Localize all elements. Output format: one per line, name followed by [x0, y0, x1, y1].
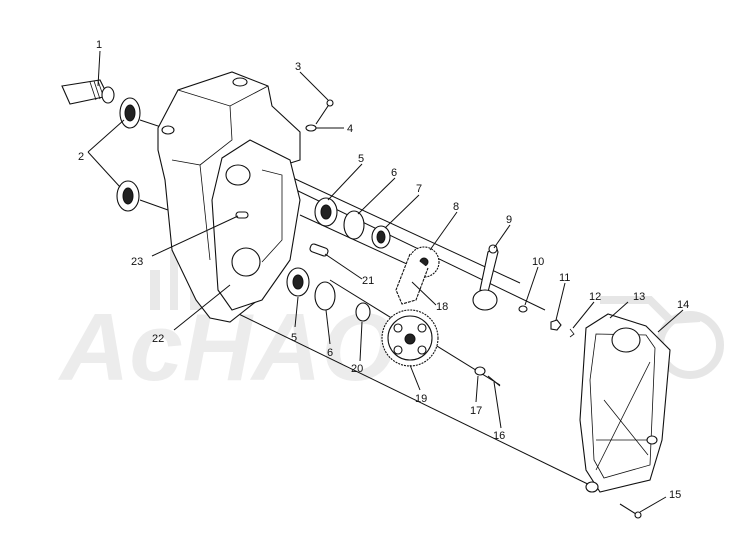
- callout-8: 8: [453, 201, 459, 213]
- chain-part: [395, 253, 429, 305]
- callout-16: 16: [493, 430, 505, 442]
- shaft-part: [61, 79, 115, 105]
- snap-ring-upper-part: [343, 210, 365, 240]
- callout-22: 22: [152, 333, 164, 345]
- callout-9: 9: [506, 214, 512, 226]
- tensioner-arm-part: [472, 244, 499, 311]
- callout-21: 21: [362, 275, 374, 287]
- snap-ring-lower-part: [314, 281, 336, 311]
- callout-11: 11: [559, 272, 570, 284]
- callout-7: 7: [416, 183, 422, 195]
- washer-part: [305, 124, 317, 132]
- dowel-pin-23-part: [235, 211, 249, 219]
- chaincase-cover-part: [579, 313, 671, 493]
- callout-5-upper: 5: [358, 153, 364, 165]
- callout-6-lower: 6: [327, 347, 333, 359]
- nut-11-part: [550, 319, 562, 331]
- callout-labels: 1 2 3 4 5 5 6 6 7 8 9 10 11 12 13 14 15 …: [78, 39, 689, 501]
- callout-4: 4: [347, 123, 353, 135]
- seal-upper-part: [119, 97, 141, 129]
- callout-6-upper: 6: [391, 167, 397, 179]
- spacer-part: [371, 225, 391, 249]
- chaincase-housing-part: [157, 71, 301, 323]
- callout-1: 1: [96, 39, 102, 51]
- callout-2: 2: [78, 151, 84, 163]
- dowel-pin-21-part: [309, 243, 329, 257]
- bearing-lower-part: [286, 267, 310, 297]
- callout-12: 12: [589, 291, 601, 303]
- bolt-part: [315, 99, 334, 125]
- cotter-12-part: [569, 328, 575, 338]
- callout-10: 10: [532, 256, 544, 268]
- bearing-upper-part: [314, 197, 338, 227]
- washer-10-part: [518, 305, 528, 313]
- callout-5-lower: 5: [291, 332, 297, 344]
- callout-13: 13: [633, 291, 645, 303]
- washer-20-part: [355, 302, 371, 322]
- bolt-15-part: [619, 503, 642, 519]
- callout-19: 19: [415, 393, 427, 405]
- callout-14: 14: [677, 299, 689, 311]
- callout-15: 15: [669, 489, 681, 501]
- callout-23: 23: [131, 256, 143, 268]
- bolt-16-part: [487, 375, 501, 387]
- callout-3: 3: [295, 61, 301, 73]
- callout-18: 18: [436, 301, 448, 313]
- lower-sprocket-part: [381, 309, 439, 367]
- seal-lower-part: [116, 180, 140, 212]
- leader-lines: [87, 50, 684, 513]
- washer-17-part: [474, 366, 486, 376]
- callout-17: 17: [470, 405, 482, 417]
- callout-20: 20: [351, 363, 363, 375]
